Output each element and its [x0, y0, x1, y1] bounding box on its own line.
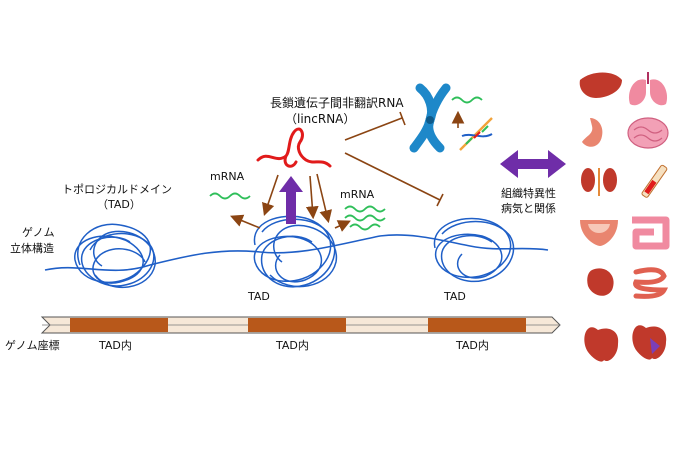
purple-double-arrow — [500, 150, 566, 178]
mrna-label-left: mRNA — [210, 170, 245, 183]
tad-title: トポロジカルドメイン — [62, 183, 172, 196]
bladder-icon — [580, 220, 618, 246]
diseased-heart-icon — [632, 325, 667, 360]
tad-label-center: TAD — [247, 290, 270, 303]
mrna-wave-right-3 — [349, 223, 381, 231]
lincrna-title: 長鎖遺伝子間非翻訳RNA — [270, 95, 404, 110]
mrna-label-right: mRNA — [340, 188, 375, 201]
spleen-icon — [587, 268, 614, 296]
genome-backbone — [44, 234, 549, 272]
mrna-wave-right-2 — [344, 214, 386, 222]
tad-tangle-center — [253, 215, 338, 288]
liver-icon — [579, 72, 622, 98]
lincrna-structure — [256, 127, 332, 168]
tad-abbrev: （TAD） — [97, 198, 141, 211]
small-intestine-icon — [633, 267, 669, 299]
tad-segment-3 — [428, 318, 526, 332]
inhibition-arrow-to-tad — [344, 152, 444, 207]
tad-tangle-left — [74, 223, 156, 289]
tad-segment-2 — [248, 318, 346, 332]
tad-inner-label-3: TAD内 — [455, 338, 489, 352]
lincrna-abbrev: （lincRNA） — [285, 112, 355, 126]
syringe-icon — [641, 164, 668, 198]
tad-segment-1 — [70, 318, 168, 332]
tissue-label-line2: 病気と関係 — [501, 201, 556, 215]
purple-up-arrow — [279, 176, 303, 224]
brain-icon — [627, 117, 669, 149]
stomach-icon — [582, 118, 603, 147]
lincrna-loop — [283, 154, 298, 168]
tad-tangle-right — [433, 217, 515, 283]
tad-label-right: TAD — [443, 290, 466, 303]
brown-arrows-down — [230, 173, 351, 232]
mrna-wave-left — [209, 192, 251, 200]
tad-inner-label-1: TAD内 — [98, 338, 132, 352]
dna-helix-icon — [459, 117, 493, 151]
heart-icon — [584, 327, 619, 362]
mrna-wave-right-1 — [344, 205, 386, 213]
genome-3d-label-line1: ゲノム — [22, 226, 55, 239]
mrna-wave-top — [451, 96, 483, 104]
chromosome-icon — [409, 83, 451, 153]
lungs-icon — [628, 72, 668, 106]
intestine-icon — [632, 216, 670, 250]
tad-inner-label-2: TAD内 — [275, 338, 309, 352]
inhibition-arrow-to-chromosome — [344, 111, 406, 141]
genome-3d-label-line2: 立体構造 — [10, 241, 54, 255]
genome-coordinate-bar — [40, 316, 561, 334]
genome-coord-label: ゲノム座標 — [5, 338, 60, 352]
tissue-label-line1: 組織特異性 — [501, 186, 556, 200]
kidneys-icon — [581, 168, 617, 196]
